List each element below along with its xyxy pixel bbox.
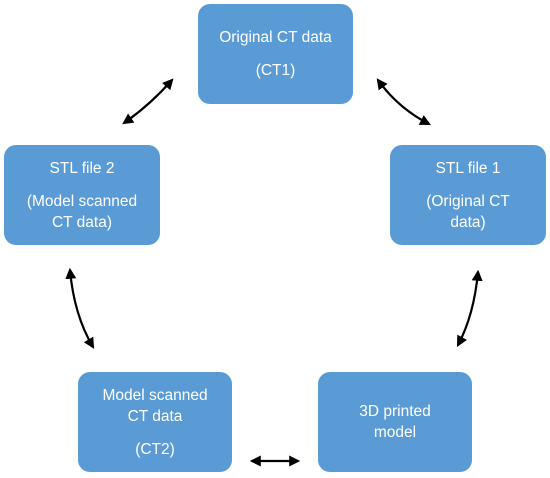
arrow-ct1-stl1 (376, 78, 431, 126)
arrow-stl1-print (456, 269, 483, 347)
arrow-stl2-ct2 (65, 267, 95, 349)
node-3d-printed-model-line2: model (373, 424, 417, 441)
node-stl-file-2: STL file 2 (Model scanned CT data) (4, 145, 160, 245)
node-stl-file-1-desc-line1: (Original CT (426, 192, 510, 210)
node-stl-file-1-desc-line2: data) (450, 213, 486, 231)
node-stl-file-1: STL file 1 (Original CT data) (390, 145, 546, 245)
node-model-scanned-ct-data-label: (CT2) (135, 440, 175, 458)
node-stl-file-1-title: STL file 1 (435, 159, 501, 177)
arrow-ct1-stl2 (122, 78, 174, 125)
node-stl-file-2-desc-line1: (Model scanned (26, 192, 138, 210)
node-model-scanned-ct-data-line1: Model scanned (102, 386, 208, 404)
node-original-ct-data: Original CT data (CT1) (198, 4, 353, 104)
node-original-ct-data-label: (CT1) (255, 62, 296, 79)
node-stl-file-2-desc-line2: CT data) (51, 213, 113, 231)
node-stl-file-2-title: STL file 2 (49, 159, 115, 177)
node-model-scanned-ct-data: Model scanned CT data (CT2) (78, 372, 232, 472)
node-3d-printed-model: 3D printed model (318, 372, 472, 472)
node-3d-printed-model-line1: 3D printed (359, 403, 431, 420)
node-original-ct-data-title: Original CT data (219, 29, 332, 46)
node-model-scanned-ct-data-line2: CT data (127, 407, 183, 425)
